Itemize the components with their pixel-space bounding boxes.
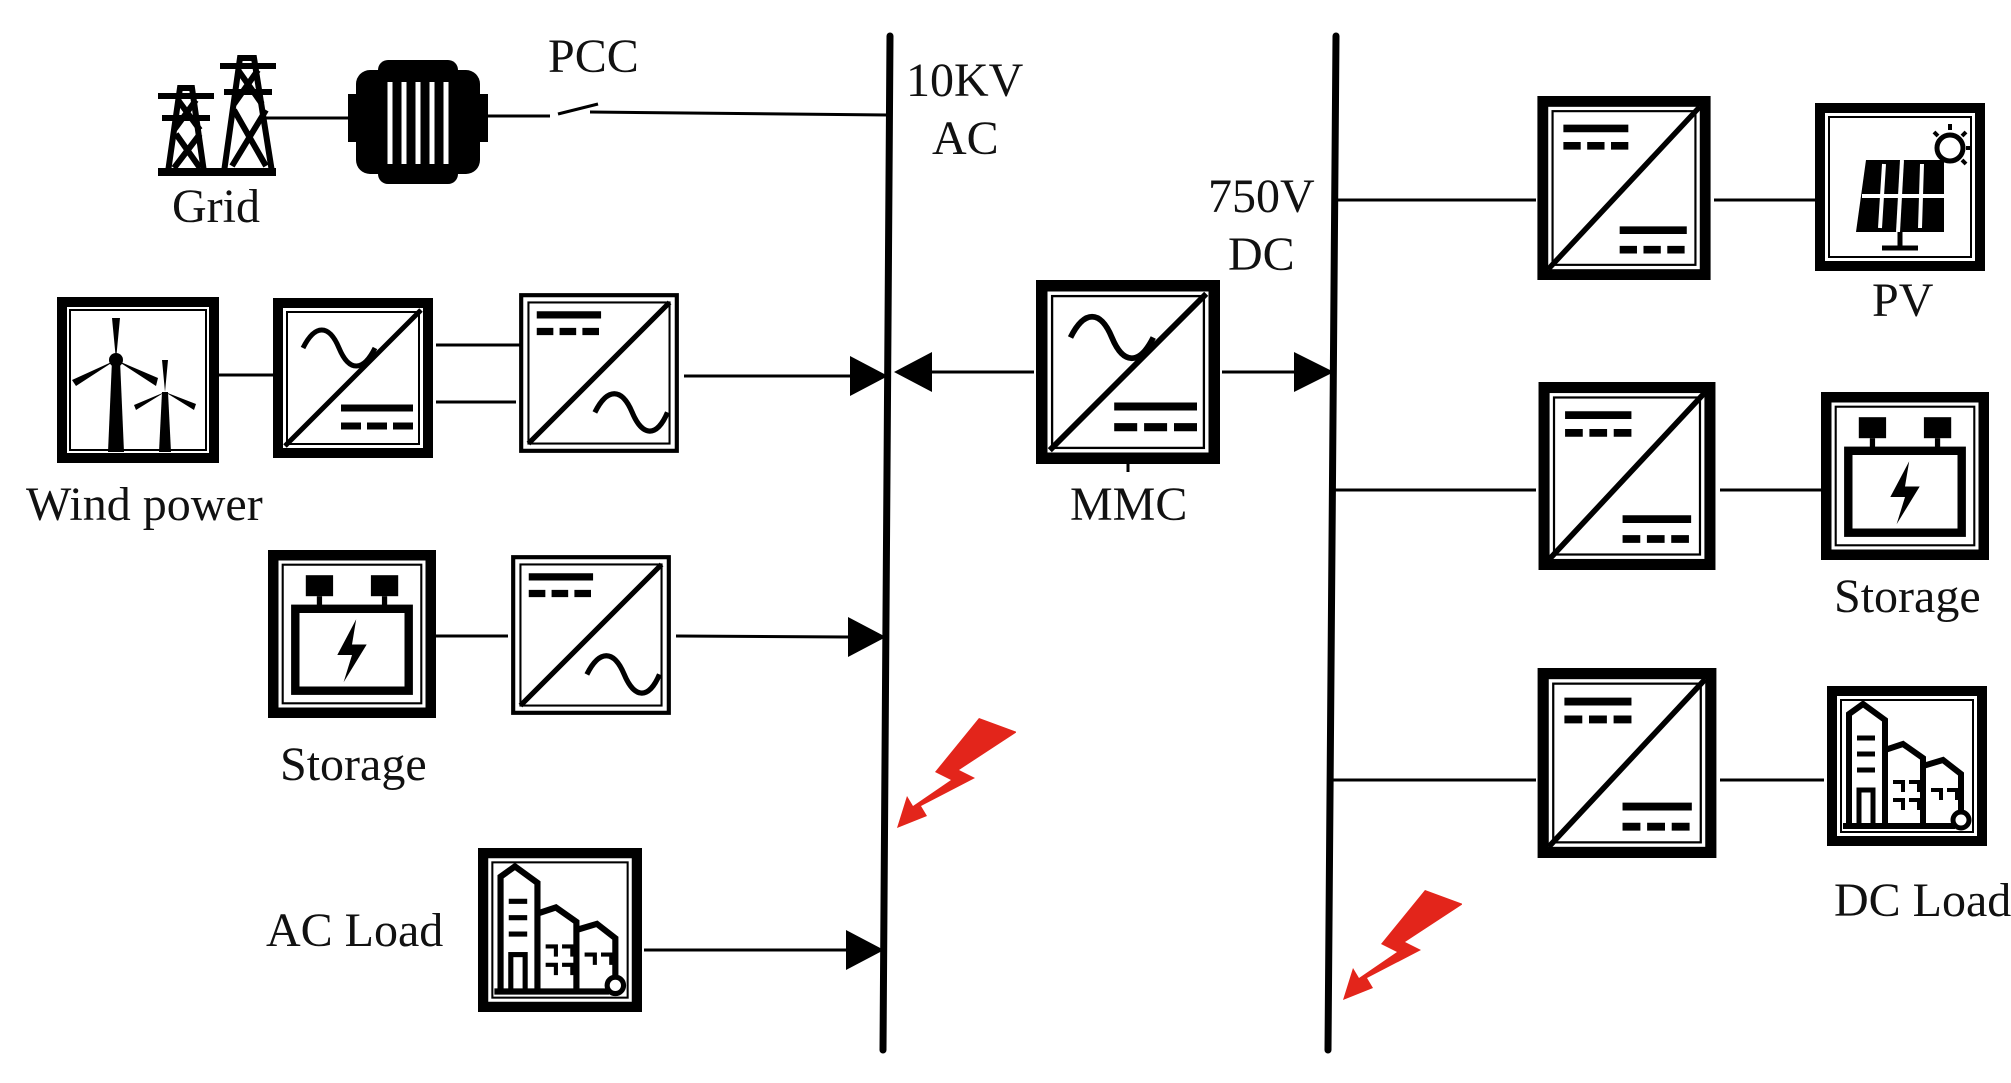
pcc-label: PCC (548, 30, 639, 83)
mmc-ac-arrow-head (894, 352, 932, 392)
dc-bus-type-label: DC (1228, 228, 1295, 281)
pv-dcdc-converter (1543, 101, 1705, 274)
dc-storage-dcdc-converter (1544, 388, 1710, 565)
ac-storage-arrow-head (848, 617, 886, 657)
dc-fault-lightning-icon (1343, 890, 1462, 1000)
mmc-label: MMC (1070, 478, 1187, 531)
mmc-dc-arrow-head (1294, 352, 1334, 392)
pcc-switch (557, 102, 599, 116)
ac-bus (879, 32, 894, 1054)
ac-storage-dcac-converter (513, 557, 669, 713)
ac-storage-label: Storage (280, 738, 427, 791)
ac-bus-type-label: AC (932, 112, 999, 165)
ac-storage-battery-icon (273, 555, 431, 713)
ac-load-arrow-head (846, 930, 884, 970)
mmc-converter (1042, 286, 1215, 459)
dc-storage-label: Storage (1834, 570, 1981, 623)
wind-dcac-converter (521, 295, 677, 451)
ac-load-label: AC Load (266, 904, 443, 957)
wind-acdc-converter (278, 303, 428, 453)
dc-load-building-icon (1832, 691, 1982, 841)
transformer-icon (348, 60, 488, 184)
wind-turbine-icon (57, 297, 219, 463)
dc-bus-voltage-label: 750V (1208, 170, 1315, 223)
dc-storage-battery-icon (1826, 397, 1984, 555)
ac-load-building-icon (483, 853, 637, 1007)
grid-label: Grid (172, 180, 260, 233)
dc-load-label: DC Load (1834, 874, 2011, 927)
ac-bus-voltage-label: 10KV (906, 54, 1024, 107)
pv-label: PV (1872, 274, 1934, 327)
dc-load-dcdc-converter (1543, 674, 1711, 853)
solar-panel-icon (1815, 103, 1985, 271)
wind-power-label: Wind power (26, 478, 263, 531)
transmission-tower-icon (158, 55, 276, 176)
ac-fault-lightning-icon (897, 718, 1016, 828)
dc-bus (1324, 32, 1340, 1054)
wind-arrow-head (850, 356, 888, 396)
